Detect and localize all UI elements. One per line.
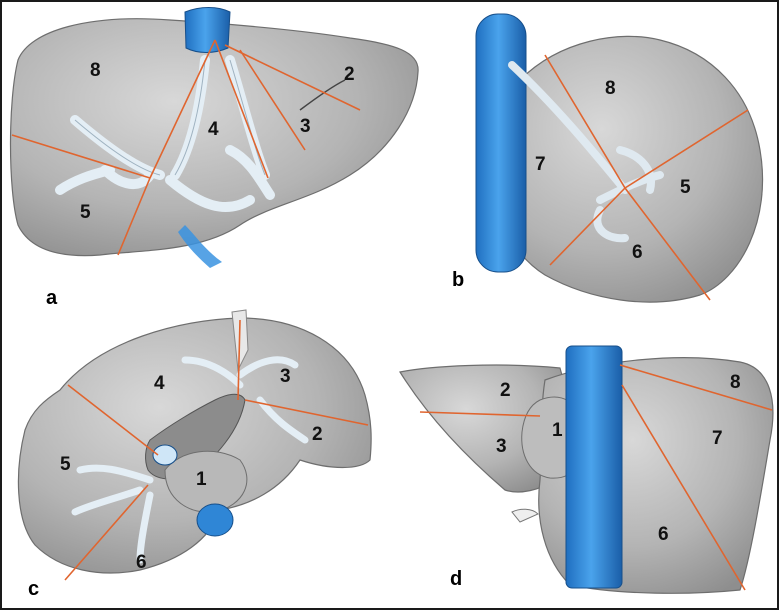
- segment-label: 2: [500, 380, 511, 401]
- segment-label: 8: [730, 372, 741, 393]
- segment-label: 2: [344, 64, 355, 85]
- panel-label-b: b: [452, 269, 464, 291]
- segment-label: 3: [280, 366, 291, 387]
- panel-label-d: d: [450, 568, 462, 590]
- vena-cava-b: [476, 14, 526, 272]
- segment-label: 6: [658, 524, 669, 545]
- segment-label: 4: [208, 119, 219, 140]
- segment-label: 1: [196, 469, 207, 490]
- segment-label: 5: [80, 202, 91, 223]
- segment-label: 6: [632, 242, 643, 263]
- portal-vein-c: [197, 504, 233, 536]
- segment-label: 6: [136, 552, 147, 573]
- panel-label-a: a: [46, 287, 58, 309]
- segment-label: 8: [605, 78, 616, 99]
- segment-label: 7: [712, 428, 723, 449]
- panel-b-illustration: 8 7 5 6: [476, 14, 763, 302]
- ligament-d: [512, 509, 538, 522]
- panel-a-illustration: 8 2 4 3 5: [11, 8, 419, 269]
- segment-label: 7: [535, 154, 546, 175]
- segment-label: 1: [552, 420, 563, 441]
- vena-cava-a: [185, 8, 230, 53]
- panel-c-illustration: 4 3 2 5 1 6: [18, 310, 371, 580]
- vena-cava-d: [566, 346, 622, 588]
- segment-label: 2: [312, 424, 323, 445]
- segment-label: 3: [496, 436, 507, 457]
- segment-label: 5: [60, 454, 71, 475]
- panel-label-c: c: [28, 578, 39, 600]
- vena-cava-c: [153, 445, 177, 465]
- panel-d-illustration: 2 1 3 8 7 6: [400, 346, 773, 593]
- segment-label: 3: [300, 116, 311, 137]
- segment-label: 4: [154, 373, 165, 394]
- segment-label: 5: [680, 177, 691, 198]
- segment-label: 8: [90, 60, 101, 81]
